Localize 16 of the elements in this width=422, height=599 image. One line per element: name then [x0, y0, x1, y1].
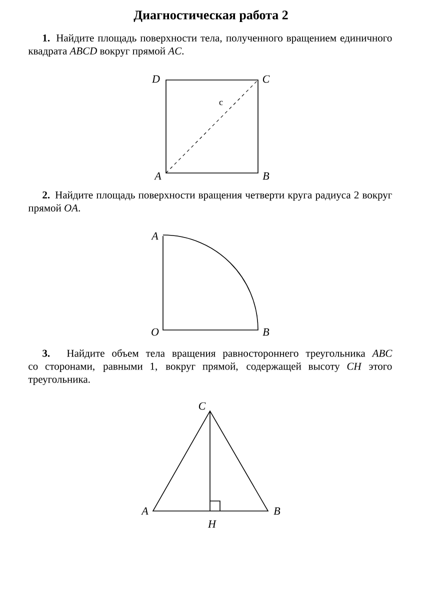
- point-label: O: [152, 328, 159, 336]
- point-label: A: [151, 232, 158, 240]
- problem-text: 2. Найдите площадь поверхности вращения четверти круга радиуса 2 вокруг прямой OA.: [28, 191, 392, 214]
- problem-text: 1. Найдите площадь поверхности тела, полученного вращением единичного квадрата ABCD вокруг прямой AC.: [28, 34, 392, 57]
- point-label: B: [274, 507, 280, 515]
- point-label: C: [198, 402, 206, 410]
- point-label: A: [154, 172, 162, 180]
- point-label: C: [262, 75, 270, 83]
- title: Диагностическая работа 2: [134, 10, 288, 22]
- problem-text: 3. Найдите объем тела вращения равностороннего треугольника ABC со сторонами, равными 1, вокруг прямой, содержащей высоту CH этого треугольника.: [28, 349, 392, 385]
- point-label: D: [152, 75, 160, 83]
- point-label: c: [219, 100, 223, 106]
- point-label: H: [208, 520, 216, 528]
- point-label: B: [262, 328, 270, 336]
- point-label: B: [262, 172, 270, 180]
- point-label: A: [141, 507, 148, 515]
